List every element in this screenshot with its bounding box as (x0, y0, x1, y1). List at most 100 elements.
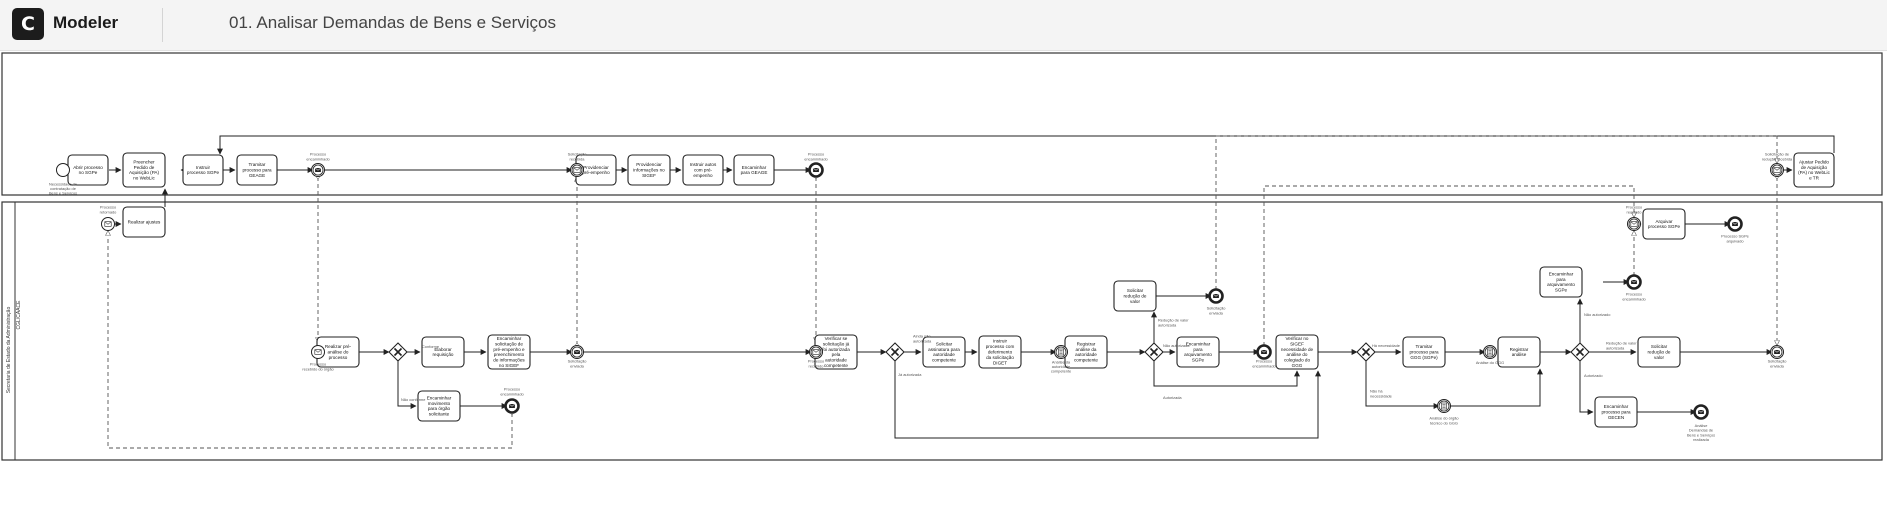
task-box[interactable] (978, 335, 1022, 369)
event-catchmid[interactable] (809, 345, 823, 359)
event-end[interactable] (1626, 274, 1642, 290)
sequence-flow[interactable] (1153, 361, 1300, 387)
task-box[interactable] (122, 206, 166, 238)
event-catchmid[interactable] (1770, 163, 1784, 177)
task-box[interactable] (1497, 336, 1541, 368)
pool-top[interactable] (1, 52, 1883, 196)
message-flow[interactable] (1216, 135, 1777, 290)
event-catchmid[interactable] (570, 163, 584, 177)
event-timer[interactable] (1054, 345, 1068, 359)
flow-label: Há necessidade (1372, 343, 1400, 348)
task-label: Realizar ajustes (128, 220, 161, 225)
task-box[interactable] (1594, 396, 1638, 428)
envelope-flap (314, 167, 322, 171)
start-event-circle[interactable] (56, 163, 70, 177)
envelope-flap (573, 349, 581, 353)
message-flow[interactable] (108, 231, 512, 449)
task-box[interactable] (1176, 336, 1220, 368)
sequence-flow[interactable] (894, 361, 1321, 439)
event-end[interactable] (1693, 404, 1709, 420)
event-end[interactable] (1727, 216, 1743, 232)
message-flow[interactable] (1264, 185, 1634, 346)
task-box[interactable] (182, 154, 224, 186)
exclusive-gateway[interactable] (885, 342, 905, 362)
task-box[interactable] (1637, 336, 1681, 368)
sequence-flow[interactable] (1579, 361, 1594, 415)
flow-label: Já autorizada (898, 372, 922, 377)
exclusive-gateway[interactable] (1356, 342, 1376, 362)
event-end[interactable] (808, 162, 824, 178)
task-box[interactable] (922, 336, 966, 368)
task-box[interactable] (1539, 266, 1583, 298)
document-title[interactable]: 01. Analisar Demandas de Bens e Serviços (229, 13, 556, 32)
task-box[interactable] (1402, 336, 1446, 368)
event-end[interactable] (1208, 288, 1224, 304)
task-box[interactable] (1642, 208, 1686, 240)
exclusive-gateway[interactable] (388, 342, 408, 362)
task-box[interactable] (1275, 334, 1319, 370)
sequence-flow[interactable] (1449, 368, 1543, 407)
pool-bottom[interactable] (1, 201, 1883, 461)
sequence-flow[interactable] (1365, 361, 1440, 409)
event-catchmid[interactable] (1627, 217, 1641, 231)
task-box[interactable] (627, 154, 671, 186)
task-box[interactable] (733, 154, 775, 186)
task-box[interactable] (236, 154, 278, 186)
task-box[interactable] (487, 334, 531, 370)
event-msgstart[interactable] (311, 345, 325, 359)
task-box[interactable] (1793, 152, 1835, 188)
sequence-flow[interactable] (217, 135, 1835, 155)
task-t3[interactable]: Realizar ajustes (122, 206, 166, 238)
event-throwmid[interactable] (570, 345, 584, 359)
event-timer[interactable] (1483, 345, 1497, 359)
event-msgstart[interactable] (101, 217, 115, 231)
task-box[interactable] (421, 336, 465, 368)
exclusive-gateway[interactable] (1570, 342, 1590, 362)
event-throwmid[interactable] (1770, 345, 1784, 359)
exclusive-gateway[interactable] (1144, 342, 1164, 362)
event-throwmid[interactable] (311, 163, 325, 177)
bpmn-canvas[interactable]: Secretaria de Estado da Administração CG… (0, 50, 1887, 508)
task-box[interactable] (122, 152, 166, 188)
event-timer[interactable] (1437, 399, 1451, 413)
event-end[interactable] (504, 398, 520, 414)
event-end[interactable] (1256, 344, 1272, 360)
task-box[interactable] (417, 390, 461, 422)
task-box[interactable] (1113, 280, 1157, 312)
event-start[interactable] (56, 163, 70, 177)
task-box[interactable] (682, 154, 724, 186)
camunda-logo-icon[interactable]: C (12, 8, 44, 40)
